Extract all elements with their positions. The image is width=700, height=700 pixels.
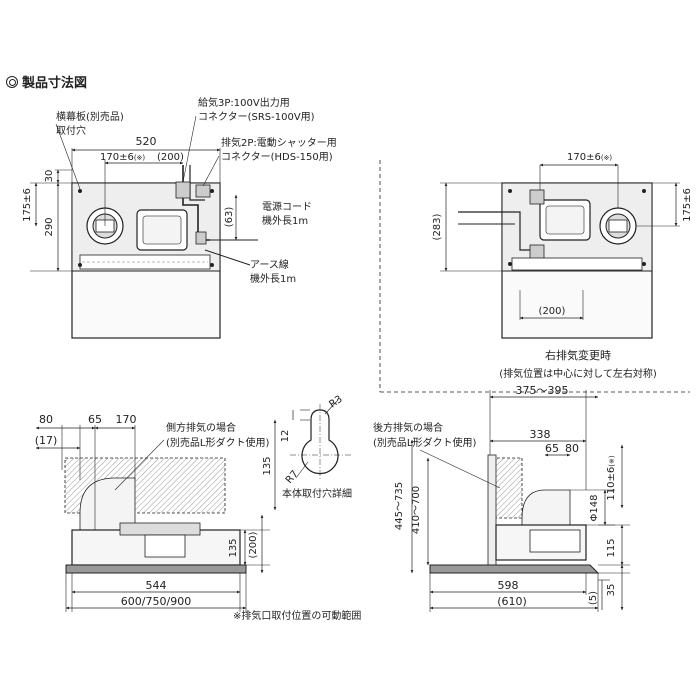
dim-170-front: 170 [116, 413, 137, 426]
dim-5: (5) [588, 591, 599, 605]
note-side-exhaust-1: 側方排気の場合 [166, 421, 236, 434]
caption-right-exhaust: 右排気変更時 [545, 348, 611, 362]
label-power-cord-b: 機外長1m [262, 214, 308, 227]
note-side-exhaust-2: (別売品L形ダクト使用) [166, 436, 269, 449]
dim-phi148: Φ148 [589, 495, 600, 522]
dim-544: 544 [146, 579, 167, 592]
note-rear-exhaust-2: (別売品L形ダクト使用) [373, 436, 476, 449]
dim-290: 290 [44, 217, 55, 236]
dim-170-right: 170±6(※) [567, 152, 612, 163]
page-title: 製品寸法図 [6, 72, 87, 91]
dim-200-right: (200) [539, 306, 566, 317]
dim-175-right: 175±6 [682, 188, 693, 222]
label-earth-a: アース線 [250, 258, 289, 271]
label-r7: R7 [284, 469, 301, 486]
exhaust-fan-right [599, 207, 637, 245]
dim-283: (283) [432, 213, 443, 240]
note-rear-exhaust-1: 後方排気の場合 [373, 421, 443, 434]
dim-35: 35 [606, 584, 617, 597]
dim-135-hole: 135 [262, 456, 273, 475]
dim-12: 12 [280, 430, 291, 443]
footnote: ※排気口取付位置の可動範囲 [233, 609, 361, 622]
caption-hole-detail: 本体取付穴詳細 [282, 487, 352, 500]
dim-610: (610) [497, 595, 527, 608]
dim-338: 338 [530, 428, 551, 441]
dim-width-front: 600/750/900 [121, 595, 191, 608]
dim-375-395: 375～395 [516, 384, 569, 397]
dim-80-front: 80 [39, 413, 53, 426]
dim-598: 598 [498, 579, 519, 592]
label-connector1-a: 給気3P:100V出力用 [198, 96, 290, 109]
dim-175-left: 175±6 [22, 188, 33, 222]
dim-110-side: 110±6(※) [606, 455, 617, 500]
dim-135-front: 135 [228, 538, 239, 557]
top-left-view: 520 170±6(※) (200) 30 290 175±6 (63) 横幕板… [22, 96, 337, 339]
dim-width-520: 520 [136, 135, 157, 148]
dim-65-side: 65 [545, 442, 559, 455]
label-r3: R3 [327, 394, 344, 411]
dim-115: 115 [606, 538, 617, 557]
label-connector1-b: コネクター(SRS-100V用) [198, 111, 315, 123]
label-power-cord-a: 電源コード [262, 200, 312, 213]
dim-410-700: 410～700 [411, 486, 422, 534]
label-mounting-hole: 取付穴 [56, 124, 86, 137]
dim-445-735: 445～735 [394, 482, 405, 530]
double-circle-icon [6, 76, 18, 88]
duct-hatched-side [491, 457, 523, 519]
front-view: 80 65 170 (17) 側方排気の場合 (別売品L形ダクト使用) 135 … [35, 413, 270, 612]
dim-17-front: (17) [35, 434, 58, 447]
hole-detail: 12 135 R3 R7 本体取付穴詳細 [262, 394, 352, 511]
dim-170: 170±6(※) [100, 152, 145, 163]
label-earth-b: 機外長1m [250, 272, 296, 285]
caption-symmetric: (排気位置は中心に対して左右対称) [499, 367, 657, 380]
dim-80-side: 80 [565, 442, 579, 455]
dim-63: (63) [224, 207, 235, 228]
page-title-text: 製品寸法図 [22, 76, 88, 91]
label-connector2-b: コネクター(HDS-150用) [221, 151, 333, 163]
top-right-view: 170±6(※) (283) 175±6 (200) 右排気変更時 (排気位置は… [432, 152, 693, 380]
dim-30: 30 [44, 170, 55, 183]
label-side-panel: 横幕板(別売品) [56, 110, 124, 123]
side-view: 後方排気の場合 (別売品L形ダクト使用) 375～395 338 65 80 4… [373, 384, 630, 612]
label-connector2-a: 排気2P:電動シャッター用 [221, 136, 337, 149]
dim-65-front: 65 [88, 413, 102, 426]
dim-200-top: (200) [157, 152, 184, 163]
dim-200-front: (200) [248, 531, 259, 558]
